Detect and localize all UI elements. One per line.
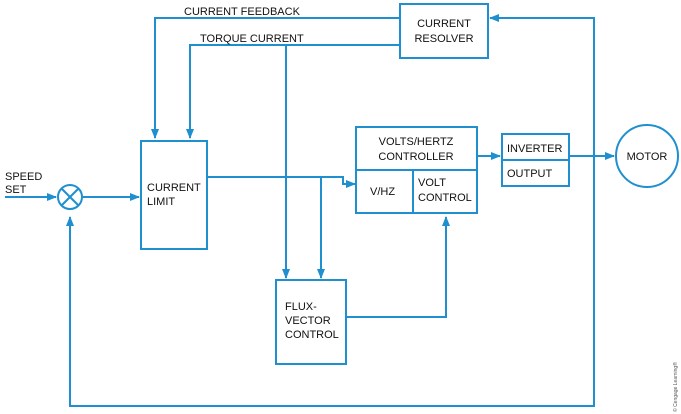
flux-vector-label-1: FLUX- [285,301,317,313]
vhz-controller-label-2: CONTROLLER [378,151,453,163]
current-feedback-label: CURRENT FEEDBACK [184,6,301,18]
vhz-controller-label-1: VOLTS/HERTZ [379,136,454,148]
output-label: OUTPUT [507,168,553,180]
current-resolver-label-2: RESOLVER [414,33,473,45]
speed-set-label-2: SET [5,184,27,196]
summing-junction-icon [57,184,83,210]
volt-control-label-1: VOLT [418,177,446,189]
current-limit-output-line [208,176,356,188]
flux-vector-control-block [275,279,347,365]
current-limit-label-1: CURRENT [147,182,201,194]
inverter-label: INVERTER [507,143,562,155]
motor-feedback-line [66,156,595,407]
current-resolver-label-1: CURRENT [417,18,471,30]
copyright-sidenote: © Cengage Learning® [672,362,679,412]
torque-current-line [186,44,400,139]
motor-label: MOTOR [627,151,668,163]
current-limit-label-2: LIMIT [147,196,175,208]
current-limit-block [140,140,208,250]
flux-vector-label-3: CONTROL [285,329,339,341]
motor-to-resolver-line [489,14,595,156]
flux-vector-label-2: VECTOR [285,315,331,327]
speed-set-label-1: SPEED [5,171,42,183]
vhz-label: V/HZ [370,186,395,198]
motor-block [615,124,679,188]
volt-control-label-2: CONTROL [418,192,472,204]
flux-to-volt-control-line [346,216,450,318]
torque-current-label: TORQUE CURRENT [200,33,304,45]
current-resolver-block [399,3,489,59]
current-feedback-line [151,17,400,139]
